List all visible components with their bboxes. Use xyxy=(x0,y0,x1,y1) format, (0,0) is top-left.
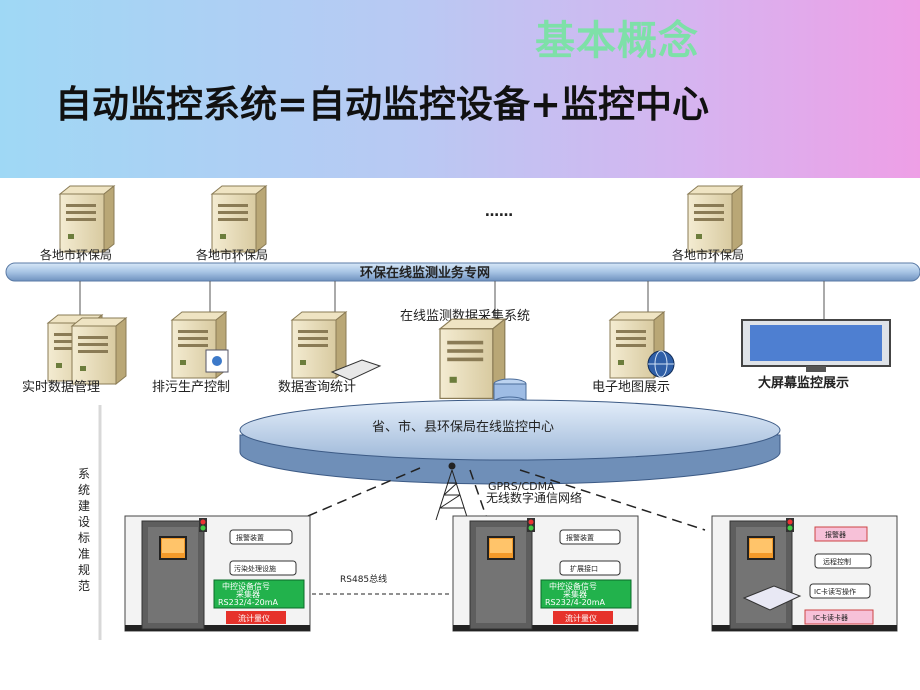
site-2: 报警装置 扩展接口 中控设备信号 采集器 RS232/4-20mA 流计量仪 xyxy=(452,515,639,632)
site3-tag3: IC卡读写操作 xyxy=(814,587,856,596)
network-bus xyxy=(5,262,920,282)
side-note: 系统建设标准规范 xyxy=(78,467,90,593)
monitoring-center xyxy=(239,399,781,461)
site2-green-3: RS232/4-20mA xyxy=(545,598,606,607)
rs485-label: RS485总线 xyxy=(340,573,387,585)
middle-label-2: 排污生产控制 xyxy=(152,380,230,395)
middle-label-5: 大屏幕监控展示 xyxy=(758,375,849,391)
site1-tag1: 报警装置 xyxy=(236,533,264,542)
city-label-2: 各地市环保局 xyxy=(196,247,268,262)
page-subtitle: 自动监控系统=自动监控设备+监控中心 xyxy=(55,83,710,126)
city-label-1: 各地市环保局 xyxy=(40,247,112,262)
site2-tag1: 报警装置 xyxy=(566,533,594,542)
realtime-data-server xyxy=(47,314,127,385)
big-screen-monitor xyxy=(741,319,891,372)
center-label: 省、市、县环保局在线监控中心 xyxy=(372,419,554,435)
city-server-3 xyxy=(687,185,743,253)
site-3: 报警器 远程控制 IC卡读写操作 IC卡读卡器 xyxy=(711,515,898,632)
site2-green-1: 中控设备信号 xyxy=(549,581,597,591)
radio-tower-icon xyxy=(435,462,469,521)
city-server-1 xyxy=(59,185,115,253)
card-reader-icon xyxy=(742,585,802,611)
ellipsis: …… xyxy=(485,204,513,220)
printer-icon xyxy=(330,359,382,381)
site2-green-2: 采集器 xyxy=(563,589,587,599)
site3-red: IC卡读卡器 xyxy=(813,613,848,622)
site3-tag1: 报警器 xyxy=(825,530,846,539)
site2-red: 流计量仪 xyxy=(565,613,597,623)
middle-label-3: 数据查询统计 xyxy=(278,380,356,395)
site1-tag2: 污染处理设施 xyxy=(234,564,276,573)
site1-green-1: 中控设备信号 xyxy=(222,581,270,591)
site1-green-2: 采集器 xyxy=(236,589,260,599)
site-1: 报警装置 污染处理设施 中控设备信号 采集器 RS232/4-20mA 流计量仪 xyxy=(124,515,311,632)
site2-tag2: 扩展接口 xyxy=(570,564,598,573)
network-bus-label: 环保在线监测业务专网 xyxy=(360,265,490,281)
city-server-2 xyxy=(211,185,267,253)
site1-green-3: RS232/4-20mA xyxy=(218,598,279,607)
header-banner: 基本概念 自动监控系统=自动监控设备+监控中心 xyxy=(0,0,920,178)
site1-red: 流计量仪 xyxy=(238,613,270,623)
page-title: 基本概念 xyxy=(535,17,699,64)
system-diagram: 各地市环保局 各地市环保局 各地市环保局 …… 环保在线监测业务专网 实时数据管… xyxy=(5,185,920,640)
wireless-label-2: 无线数字通信网络 xyxy=(486,490,582,505)
site3-tag2: 远程控制 xyxy=(823,557,851,566)
city-label-3: 各地市环保局 xyxy=(672,247,744,262)
query-server xyxy=(291,311,347,379)
middle-label-4: 电子地图展示 xyxy=(592,380,670,395)
middle-label-1: 实时数据管理 xyxy=(22,380,100,395)
wireless-label-1: GPRS/CDMA xyxy=(488,480,555,493)
